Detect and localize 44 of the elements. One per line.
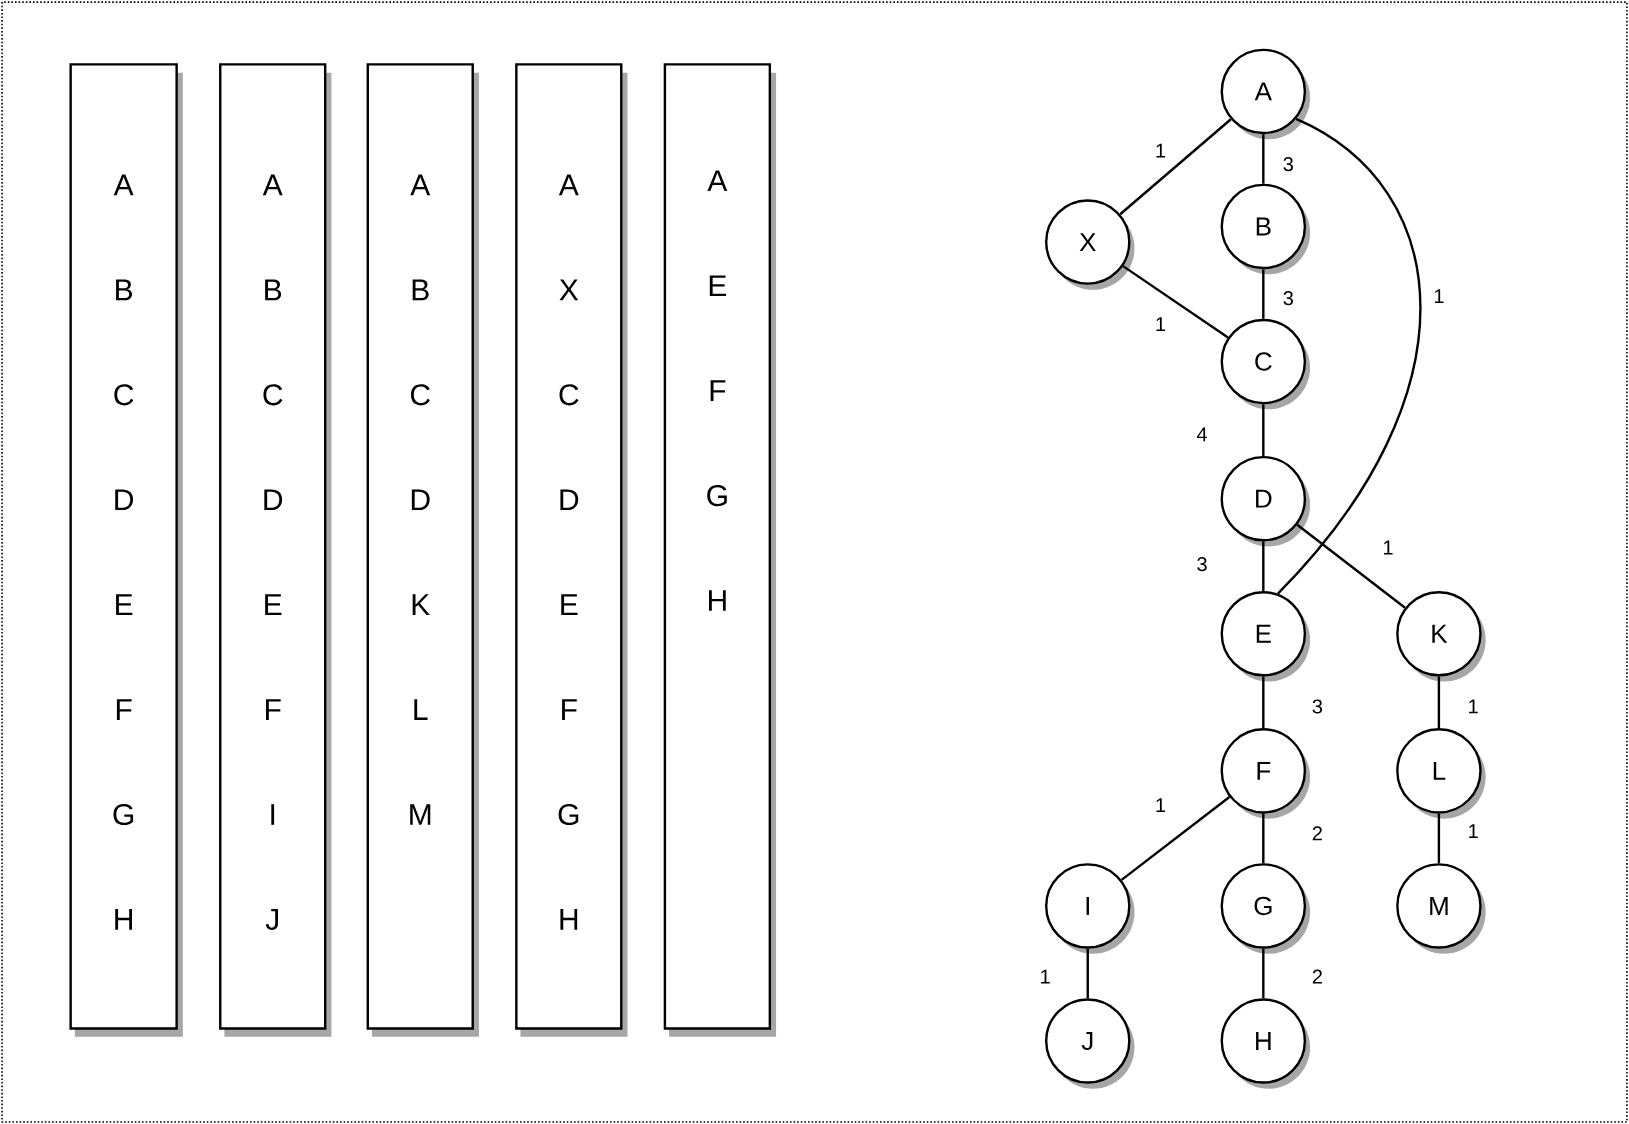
- circle-node: F: [1220, 728, 1311, 819]
- connector-line: [1262, 269, 1265, 319]
- edge-label: 1: [1465, 697, 1481, 716]
- circle-node: L: [1396, 728, 1486, 819]
- circle-node: E: [1220, 590, 1311, 682]
- edge-label: 1: [1037, 967, 1053, 986]
- circle-node: J: [1045, 998, 1135, 1089]
- edge-label: 4: [1194, 425, 1210, 444]
- edge-label: 3: [1280, 155, 1296, 174]
- edge-label: 1: [1431, 287, 1447, 305]
- connector-line: [1262, 813, 1265, 864]
- edge-label: 1: [1152, 796, 1169, 814]
- circle-node: I: [1045, 863, 1135, 954]
- circle-node: D: [1220, 455, 1311, 547]
- connector-line: [1262, 676, 1265, 729]
- circle-node: K: [1396, 590, 1486, 682]
- circle-node: G: [1220, 863, 1311, 954]
- circle-node: X: [1045, 199, 1135, 290]
- edge-label: 1: [1380, 538, 1396, 557]
- edge-label: 3: [1280, 289, 1296, 308]
- connector-line: [1437, 813, 1441, 864]
- connector-line: [1086, 948, 1089, 999]
- connector-line: [1296, 523, 1406, 609]
- circle-node: B: [1220, 183, 1311, 275]
- circle-node: M: [1396, 863, 1486, 954]
- edge-label: 2: [1309, 967, 1325, 986]
- connector-line: [1262, 541, 1265, 591]
- connector-line: [1262, 948, 1265, 999]
- connector-line: [1119, 118, 1232, 216]
- edge-label: 1: [1152, 141, 1169, 160]
- edge-label: 3: [1194, 555, 1210, 574]
- connector-line: [1277, 117, 1422, 595]
- connector-line: [1262, 134, 1265, 184]
- circle-node: A: [1220, 48, 1311, 140]
- connector-line: [1120, 795, 1231, 881]
- circle-node: H: [1220, 998, 1311, 1089]
- circle-node: C: [1220, 318, 1311, 410]
- edge-label: 2: [1309, 824, 1325, 843]
- connector-line: [1122, 265, 1229, 339]
- connector-line: [1437, 676, 1441, 729]
- edge-label: 3: [1309, 697, 1325, 716]
- edge-label: 1: [1152, 315, 1169, 333]
- connector-line: [1262, 404, 1265, 456]
- edge-label: 1: [1465, 822, 1481, 840]
